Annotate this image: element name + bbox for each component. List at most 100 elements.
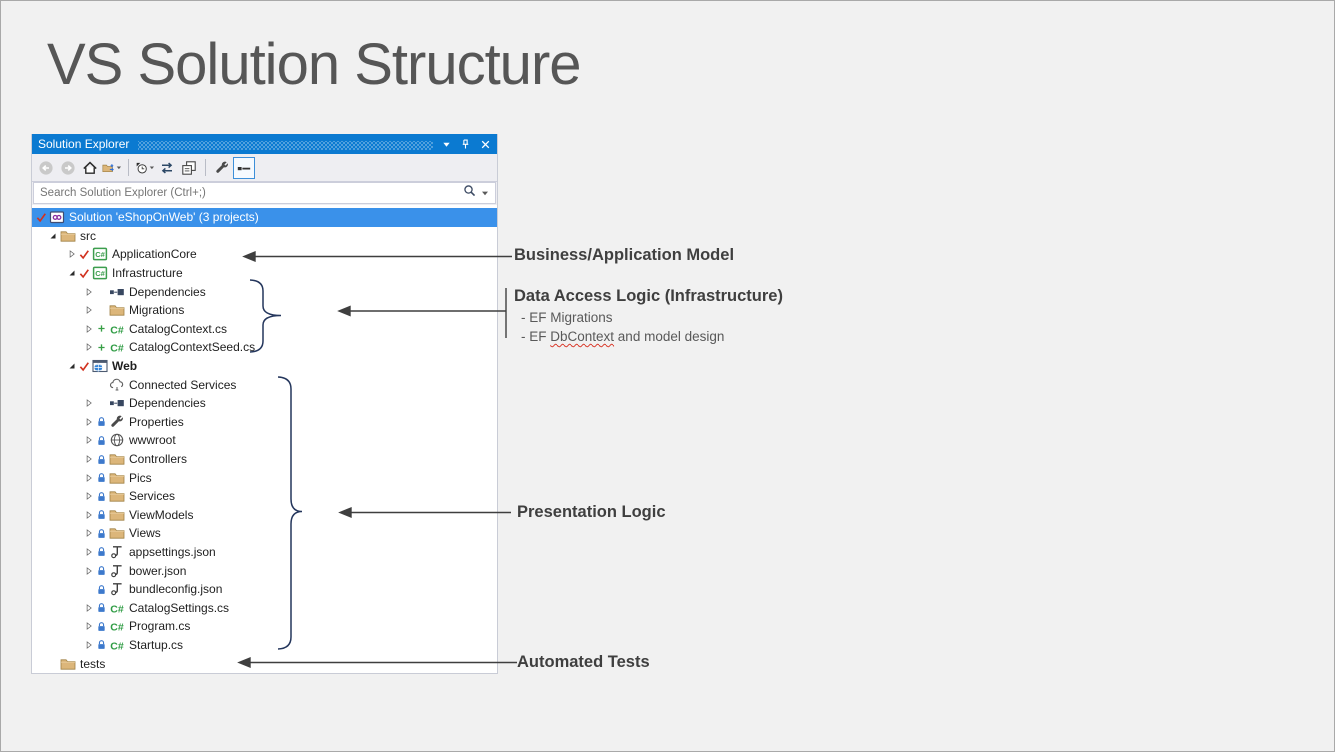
json-icon [108,544,126,560]
lock-icon [95,435,108,446]
expander-collapsed-icon[interactable] [82,640,95,650]
folder-icon [59,656,77,672]
expander-collapsed-icon[interactable] [82,324,95,334]
tree-item-label: appsettings.json [129,544,216,559]
tree-item-label: bower.json [129,563,187,578]
sync-with-active-document-button[interactable] [156,157,178,179]
tree-item-label: Startup.cs [129,637,184,652]
expander-collapsed-icon[interactable] [82,287,95,297]
expander-collapsed-icon[interactable] [82,305,95,315]
search-input[interactable] [34,187,463,199]
panel-titlebar[interactable]: Solution Explorer [32,134,497,154]
tree-row-web[interactable]: Web [32,357,497,376]
collapse-all-button[interactable] [178,157,200,179]
tree-row-bundleconfig-json[interactable]: bundleconfig.json [32,580,497,599]
back-button[interactable] [35,157,57,179]
expander-collapsed-icon[interactable] [82,621,95,631]
expander-collapsed-icon[interactable] [82,566,95,576]
window-position-button[interactable] [442,140,451,149]
page-title: VS Solution Structure [47,32,582,97]
tree-row-catalogsettings-cs[interactable]: CatalogSettings.cs [32,598,497,617]
json-icon [108,563,126,579]
tree-row-infrastructure[interactable]: Infrastructure [32,264,497,283]
expander-collapsed-icon[interactable] [82,491,95,501]
back-icon [38,160,54,176]
expander-collapsed-icon[interactable] [82,510,95,520]
tree-row-properties[interactable]: Properties [32,413,497,432]
expander-collapsed-icon[interactable] [82,398,95,408]
tree-row-wwwroot[interactable]: wwwroot [32,431,497,450]
tree-item-label: Controllers [129,452,188,467]
lock-icon [95,546,108,557]
tree-item-label: Web [112,359,138,374]
pending-changes-filter-button[interactable] [134,157,156,179]
tree-item-label: Connected Services [129,377,237,392]
csfile-icon [108,321,126,337]
expander-collapsed-icon[interactable] [65,249,78,259]
tree-item-label: Views [129,526,161,541]
tree-item-label: CatalogContext.cs [129,321,228,336]
plus-icon [95,324,108,333]
folder-icon [59,228,77,244]
search-icon[interactable] [463,184,477,203]
lock-icon [95,528,108,539]
expander-expanded-icon[interactable] [65,268,78,278]
tree-row-services[interactable]: Services [32,487,497,506]
tree-row-tests[interactable]: tests [32,654,497,673]
tree-item-label: bundleconfig.json [129,582,223,597]
tree-item-label: Dependencies [129,284,206,299]
tree-item-label: Properties [129,414,184,429]
pending-changes-filter-icon [135,160,148,176]
tree-row-dependencies[interactable]: Dependencies [32,394,497,413]
forward-icon [60,160,76,176]
lock-icon [95,565,108,576]
csfile-icon [108,600,126,616]
dropdown-caret-icon [116,164,122,171]
tree-row-pics[interactable]: Pics [32,468,497,487]
tree-row-views[interactable]: Views [32,524,497,543]
expander-collapsed-icon[interactable] [82,342,95,352]
annotation-business-model: Business/Application Model [514,246,734,265]
expander-collapsed-icon[interactable] [82,454,95,464]
tree-row-dependencies[interactable]: Dependencies [32,282,497,301]
dropdown-caret-icon [149,164,155,171]
panel-title: Solution Explorer [38,137,130,151]
tree-row-viewmodels[interactable]: ViewModels [32,506,497,525]
search-box[interactable] [33,182,496,204]
auto-hide-pin-button[interactable] [460,139,471,150]
tree-row-src[interactable]: src [32,227,497,246]
properties-button[interactable] [211,157,233,179]
forward-button[interactable] [57,157,79,179]
tree-row-program-cs[interactable]: Program.cs [32,617,497,636]
tree-item-label: src [80,228,96,243]
tree-row-applicationcore[interactable]: ApplicationCore [32,245,497,264]
annotation-automated-tests: Automated Tests [517,653,650,672]
tree-row-catalogcontext-cs[interactable]: CatalogContext.cs [32,320,497,339]
expander-expanded-icon[interactable] [46,231,59,241]
dropdown-caret-icon[interactable] [481,184,489,202]
tree-row-migrations[interactable]: Migrations [32,301,497,320]
close-button[interactable] [480,139,491,150]
csproj-icon [91,246,109,262]
tree-row-startup-cs[interactable]: Startup.cs [32,636,497,655]
expander-collapsed-icon[interactable] [82,473,95,483]
tree-row-connected-services[interactable]: Connected Services [32,375,497,394]
expander-collapsed-icon[interactable] [82,547,95,557]
expander-expanded-icon[interactable] [65,361,78,371]
tree-row-appsettings-json[interactable]: appsettings.json [32,543,497,562]
tree-row-bower-json[interactable]: bower.json [32,561,497,580]
annotation-title: Business/Application Model [514,246,735,264]
expander-collapsed-icon[interactable] [82,528,95,538]
tree-row-catalogcontextseed-cs[interactable]: CatalogContextSeed.cs [32,338,497,357]
expander-collapsed-icon[interactable] [82,435,95,445]
preview-selected-items-button[interactable] [233,156,255,179]
home-button[interactable] [79,157,101,179]
tree-row-controllers[interactable]: Controllers [32,450,497,469]
expander-collapsed-icon[interactable] [82,603,95,613]
tree-row-solution-eshoponweb-3-projects[interactable]: Solution 'eShopOnWeb' (3 projects) [32,208,497,227]
expander-collapsed-icon[interactable] [82,417,95,427]
csfile-icon [108,618,126,634]
switch-views-button[interactable] [101,157,123,179]
